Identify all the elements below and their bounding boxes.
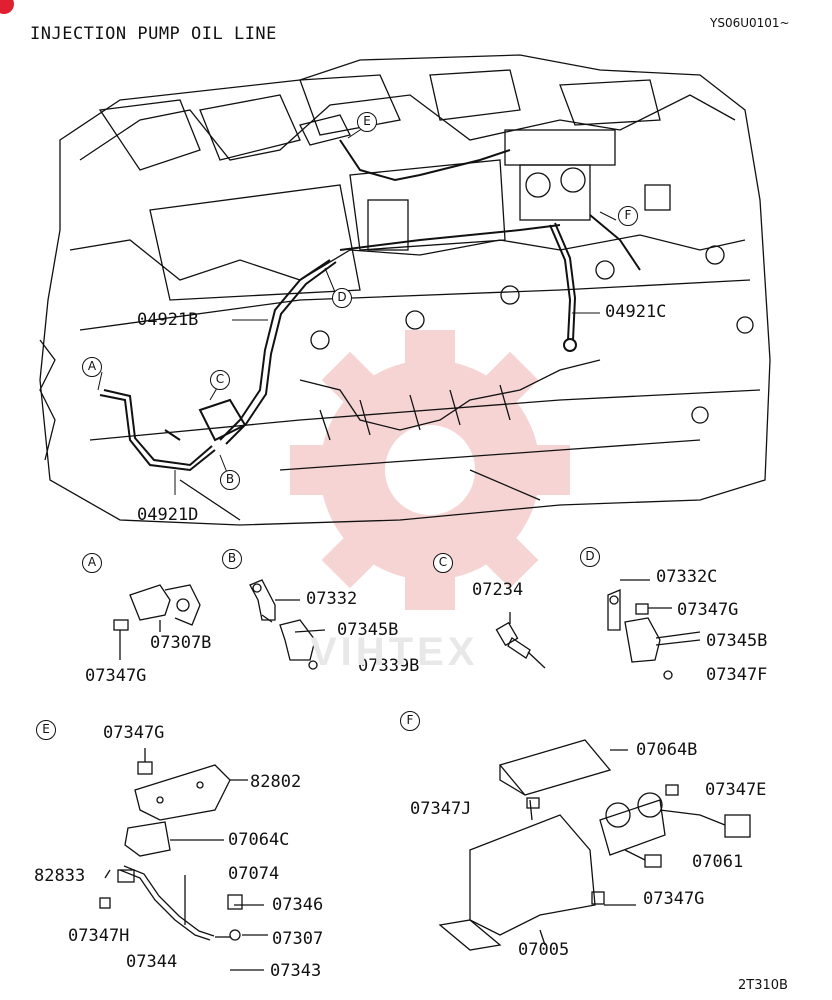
part-04921c[interactable]: 04921C bbox=[605, 302, 667, 322]
detail-a-drawing bbox=[113, 584, 201, 660]
part-07061[interactable]: 07061 bbox=[692, 852, 744, 872]
part-07234[interactable]: 07234 bbox=[472, 580, 524, 600]
detail-c-drawing bbox=[495, 612, 546, 669]
part-07005[interactable]: 07005 bbox=[518, 940, 570, 960]
callout-a[interactable]: A bbox=[82, 357, 102, 377]
detail-b-drawing bbox=[249, 579, 326, 670]
part-82802[interactable]: 82802 bbox=[250, 772, 302, 792]
callout-e[interactable]: E bbox=[357, 112, 377, 132]
part-04921b[interactable]: 04921B bbox=[137, 310, 199, 330]
part-07347e[interactable]: 07347E bbox=[705, 780, 767, 800]
part-07344[interactable]: 07344 bbox=[126, 952, 178, 972]
part-07347j[interactable]: 07347J bbox=[410, 799, 472, 819]
part-07345b-b[interactable]: 07345B bbox=[337, 620, 399, 640]
detail-callout-e: E bbox=[36, 720, 56, 740]
part-07064b[interactable]: 07064B bbox=[636, 740, 698, 760]
detail-callout-a: A bbox=[82, 553, 102, 573]
detail-callout-b: B bbox=[222, 549, 242, 569]
part-07307b[interactable]: 07307B bbox=[150, 633, 212, 653]
part-07347g-a[interactable]: 07347G bbox=[85, 666, 147, 686]
serial-range-code: YS06U0101~ bbox=[710, 16, 790, 30]
part-07347g-e[interactable]: 07347G bbox=[103, 723, 165, 743]
part-07074[interactable]: 07074 bbox=[228, 864, 280, 884]
part-07343[interactable]: 07343 bbox=[270, 961, 322, 981]
detail-callout-c: C bbox=[433, 553, 453, 573]
part-07346[interactable]: 07346 bbox=[272, 895, 324, 915]
corner-marker bbox=[0, 0, 14, 14]
part-07332c[interactable]: 07332C bbox=[656, 567, 718, 587]
callout-c[interactable]: C bbox=[210, 370, 230, 390]
page-title: INJECTION PUMP OIL LINE bbox=[30, 24, 277, 44]
callout-f[interactable]: F bbox=[618, 206, 638, 226]
part-07064c[interactable]: 07064C bbox=[228, 830, 290, 850]
part-07347h[interactable]: 07347H bbox=[68, 926, 130, 946]
detail-f-drawing bbox=[438, 739, 751, 951]
oil-lines bbox=[99, 139, 641, 472]
part-07339b[interactable]: 07339B bbox=[358, 656, 420, 676]
part-07347g-d[interactable]: 07347G bbox=[677, 600, 739, 620]
part-07332[interactable]: 07332 bbox=[306, 589, 358, 609]
detail-d-drawing bbox=[607, 579, 701, 680]
part-82833[interactable]: 82833 bbox=[34, 866, 86, 886]
part-04921d[interactable]: 04921D bbox=[137, 505, 199, 525]
detail-e-drawing bbox=[99, 748, 268, 971]
figure-number: 2T310B bbox=[738, 978, 788, 993]
part-07307[interactable]: 07307 bbox=[272, 929, 324, 949]
engine-block bbox=[39, 54, 771, 526]
part-07347f[interactable]: 07347F bbox=[706, 665, 768, 685]
detail-callout-d: D bbox=[580, 547, 600, 567]
detail-callout-f: F bbox=[400, 711, 420, 731]
watermark-text: VIHTEX bbox=[310, 630, 479, 674]
part-07347g-f[interactable]: 07347G bbox=[643, 889, 705, 909]
part-07345b-d[interactable]: 07345B bbox=[706, 631, 768, 651]
callout-b[interactable]: B bbox=[220, 470, 240, 490]
callout-d[interactable]: D bbox=[332, 288, 352, 308]
